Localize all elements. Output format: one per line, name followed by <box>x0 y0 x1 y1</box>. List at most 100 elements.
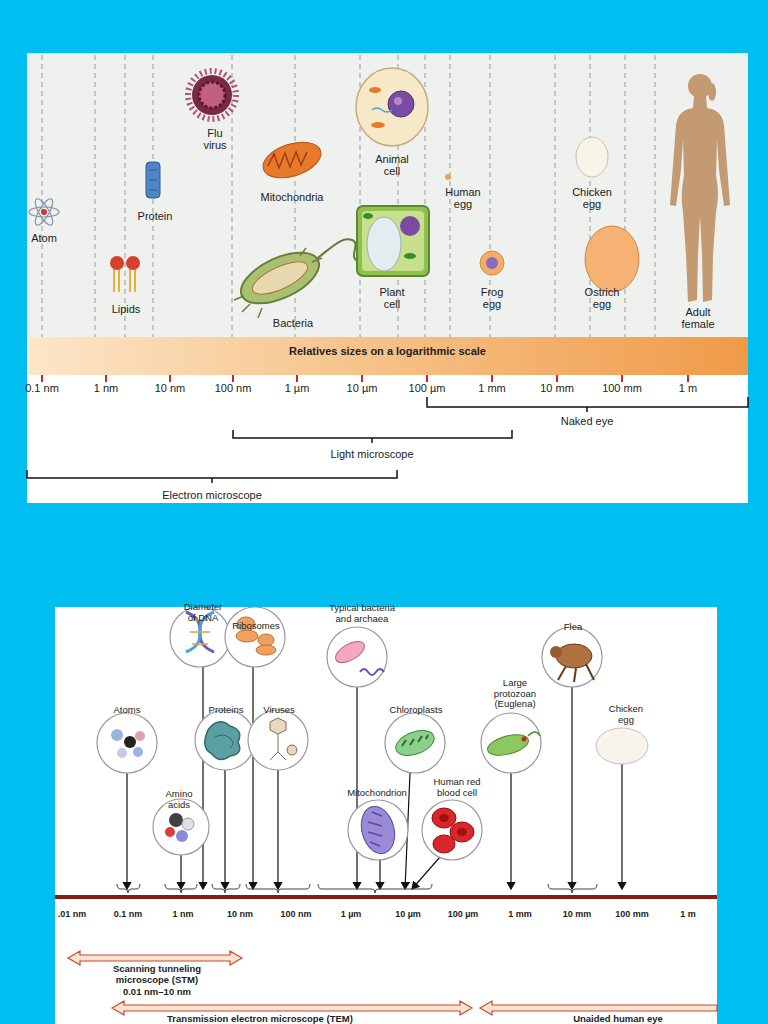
grid-line <box>42 55 655 337</box>
virus-icon <box>270 752 286 760</box>
scale-tick-label: 100 nm <box>280 909 311 919</box>
protein-icon <box>214 735 233 748</box>
atom-icon <box>111 729 123 741</box>
atom-icon <box>124 736 136 748</box>
leader-line <box>277 770 278 889</box>
scale-tick-label: 0.1 nm <box>114 909 143 919</box>
range-brace <box>246 884 310 893</box>
bottom-panel <box>55 607 717 1024</box>
bacteria-icon <box>332 637 368 667</box>
bacteria-icon <box>332 637 384 675</box>
object-label: Ribosomes <box>232 621 280 632</box>
virus-icon <box>270 718 297 760</box>
object-label: Animal cell <box>367 153 417 178</box>
leader-line <box>224 770 225 889</box>
scale-tick-label: 1 nm <box>172 909 193 919</box>
band-title: Relatives sizes on a logarithmic scale <box>27 345 748 357</box>
scale-tick <box>426 375 428 382</box>
animal-cell-icon <box>388 91 414 117</box>
sample-circle <box>195 710 255 770</box>
lipid-icon <box>114 268 135 292</box>
sample-circle <box>481 713 541 773</box>
range-arrow <box>68 951 717 1015</box>
grid-line <box>555 55 556 337</box>
scale-tick-label: 1 mm <box>478 382 506 394</box>
sample-circle <box>542 627 602 687</box>
range-arrow <box>68 951 242 965</box>
leader-line <box>412 857 440 889</box>
range-label: Naked eye <box>561 415 614 427</box>
female-silhouette <box>708 83 716 101</box>
top-panel <box>27 53 748 503</box>
scale-tick-label: 100 mm <box>615 909 649 919</box>
sample-circle <box>248 710 308 770</box>
scale-tick <box>296 375 298 382</box>
frog-egg-icon <box>486 257 498 269</box>
mitochondrion-icon <box>368 812 382 846</box>
scale-tick <box>105 375 107 382</box>
leader-line <box>252 667 253 889</box>
object-label: Chloroplasts <box>390 705 443 716</box>
scale-tick <box>621 375 623 382</box>
scale-tick-label: 1 m <box>679 382 697 394</box>
leader-line <box>180 855 181 889</box>
scale-tick <box>169 375 171 382</box>
scale-tick-label: .01 nm <box>58 909 87 919</box>
euglena-icon <box>528 732 540 736</box>
scale-tick-label: 10 nm <box>227 909 253 919</box>
object-label: Chicken egg <box>603 704 649 725</box>
mitochondrion-icon <box>356 803 399 858</box>
bacteria-icon <box>234 248 322 318</box>
range-brace <box>117 884 597 893</box>
plant-cell-icon <box>357 206 429 276</box>
object-label: Adult female <box>677 306 719 331</box>
ribosome-icon <box>256 645 276 655</box>
leader-line <box>126 773 127 889</box>
euglena-icon <box>485 731 530 759</box>
object-label: Atom <box>31 232 57 244</box>
protein-icon <box>205 722 240 760</box>
chicken-egg-icon <box>576 137 608 177</box>
ostrich-egg-icon <box>585 226 639 292</box>
female-silhouette <box>670 74 730 302</box>
scale-tick <box>41 375 43 382</box>
virus-icon <box>278 734 279 752</box>
euglena-icon <box>485 731 540 759</box>
atom-icon <box>111 729 145 758</box>
plant-cell-icon <box>404 253 416 259</box>
grid-line <box>625 55 626 337</box>
range-label: Light microscope <box>330 448 413 460</box>
object-label: Plant cell <box>372 286 412 311</box>
amino-acid-icon <box>182 818 194 830</box>
object-label: Diameter of DNA <box>180 602 226 623</box>
protein-icon <box>205 722 240 760</box>
range-brace <box>165 884 197 893</box>
object-label: Viruses <box>263 705 295 716</box>
red-blood-cell-icon <box>439 814 449 822</box>
mitochondria-icon <box>259 136 326 185</box>
plant-cell-icon <box>362 211 424 271</box>
range-bracket <box>233 430 512 443</box>
protein-icon <box>146 162 160 198</box>
scale-tick-label: 10 µm <box>347 382 378 394</box>
scale-tick-label: 1 nm <box>94 382 118 394</box>
amino-acid-icon <box>165 827 175 837</box>
scale-tick-label: 1 µm <box>285 382 310 394</box>
range-label: Unaided human eye <box>573 1014 663 1024</box>
object-label: Proteins <box>209 705 244 716</box>
ribosome-icon <box>236 630 258 642</box>
grid-line <box>125 55 126 337</box>
object-label: Frog egg <box>474 286 510 311</box>
plant-cell-icon <box>357 206 429 276</box>
bottom-panel <box>55 607 717 1024</box>
scale-tick-label: 10 µm <box>395 909 421 919</box>
scale-tick-label: 1 m <box>680 909 696 919</box>
animal-cell-icon <box>371 122 385 128</box>
bacteria-icon <box>360 669 384 675</box>
chloroplast-icon <box>392 726 437 760</box>
atom-icon <box>133 747 143 757</box>
leader-line <box>127 667 622 889</box>
scale-tick-label: 10 mm <box>563 909 592 919</box>
flu-virus-icon <box>199 82 225 108</box>
